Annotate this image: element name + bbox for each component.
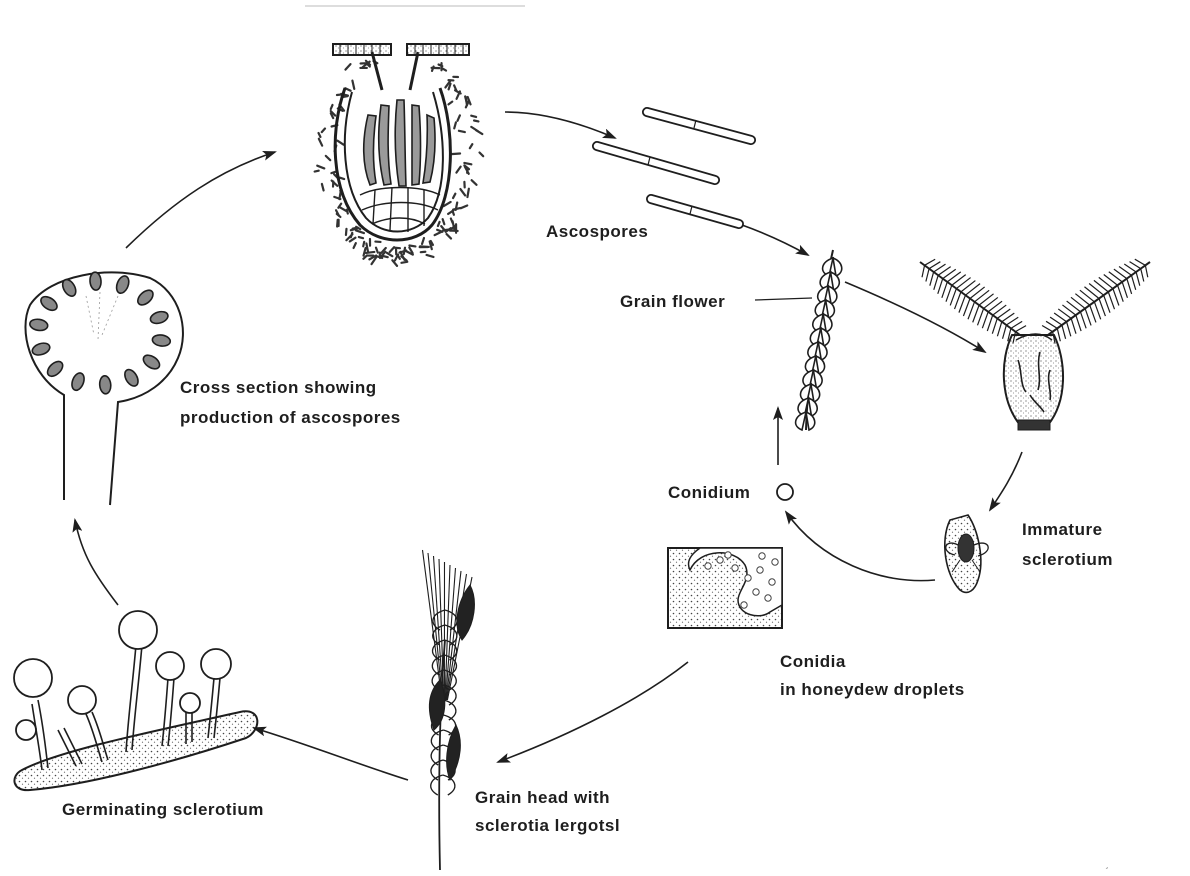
- arrow-immature-to-conidium: [786, 512, 935, 581]
- corner-mark: ͵: [1105, 853, 1110, 869]
- label-germinating-sclerotium: Germinating sclerotium: [62, 798, 264, 821]
- arrow-perithecium-to-ascospores: [505, 112, 615, 138]
- stroma-cross-section-illustration: [25, 272, 182, 505]
- conidium-circle: [777, 484, 793, 500]
- immature-sclerotium-illustration: [945, 515, 988, 592]
- label-immature-line1: Immature: [1022, 518, 1103, 541]
- label-grain-head-line2: sclerotia lergotsl: [475, 814, 620, 837]
- arrow-infection-to-immature: [990, 452, 1022, 510]
- label-grain-head-line1: Grain head with: [475, 786, 610, 809]
- grain-flower-illustration: [796, 250, 842, 430]
- honeydew-droplets-illustration: [668, 548, 782, 628]
- arrow-stroma-to-perithecium: [126, 152, 275, 248]
- label-conidia-line2: in honeydew droplets: [780, 678, 965, 701]
- arrow-head-to-germinating: [254, 728, 408, 780]
- infected-flower-illustration: [920, 259, 1150, 430]
- label-grain-flower: Grain flower: [620, 290, 725, 313]
- label-conidia-line1: Conidia: [780, 650, 846, 673]
- grain-flower-leader: [755, 298, 812, 300]
- germinating-sclerotium-illustration: [14, 611, 257, 790]
- arrow-flower-to-infection: [845, 282, 985, 352]
- perithecium-illustration: [315, 44, 484, 266]
- arrow-conidia-to-grain-head: [498, 662, 688, 762]
- arrow-ascospores-to-flower: [742, 225, 808, 255]
- label-immature-line2: sclerotium: [1022, 548, 1113, 571]
- label-cross-section-line1: Cross section showing: [180, 376, 377, 399]
- label-cross-section-line2: production of ascospores: [180, 406, 401, 429]
- label-conidium: Conidium: [668, 481, 750, 504]
- ascospore-needles: [593, 108, 755, 228]
- label-ascospores: Ascospores: [546, 220, 648, 243]
- arrow-germinating-to-stroma: [75, 520, 118, 605]
- grain-head-illustration: [423, 550, 475, 870]
